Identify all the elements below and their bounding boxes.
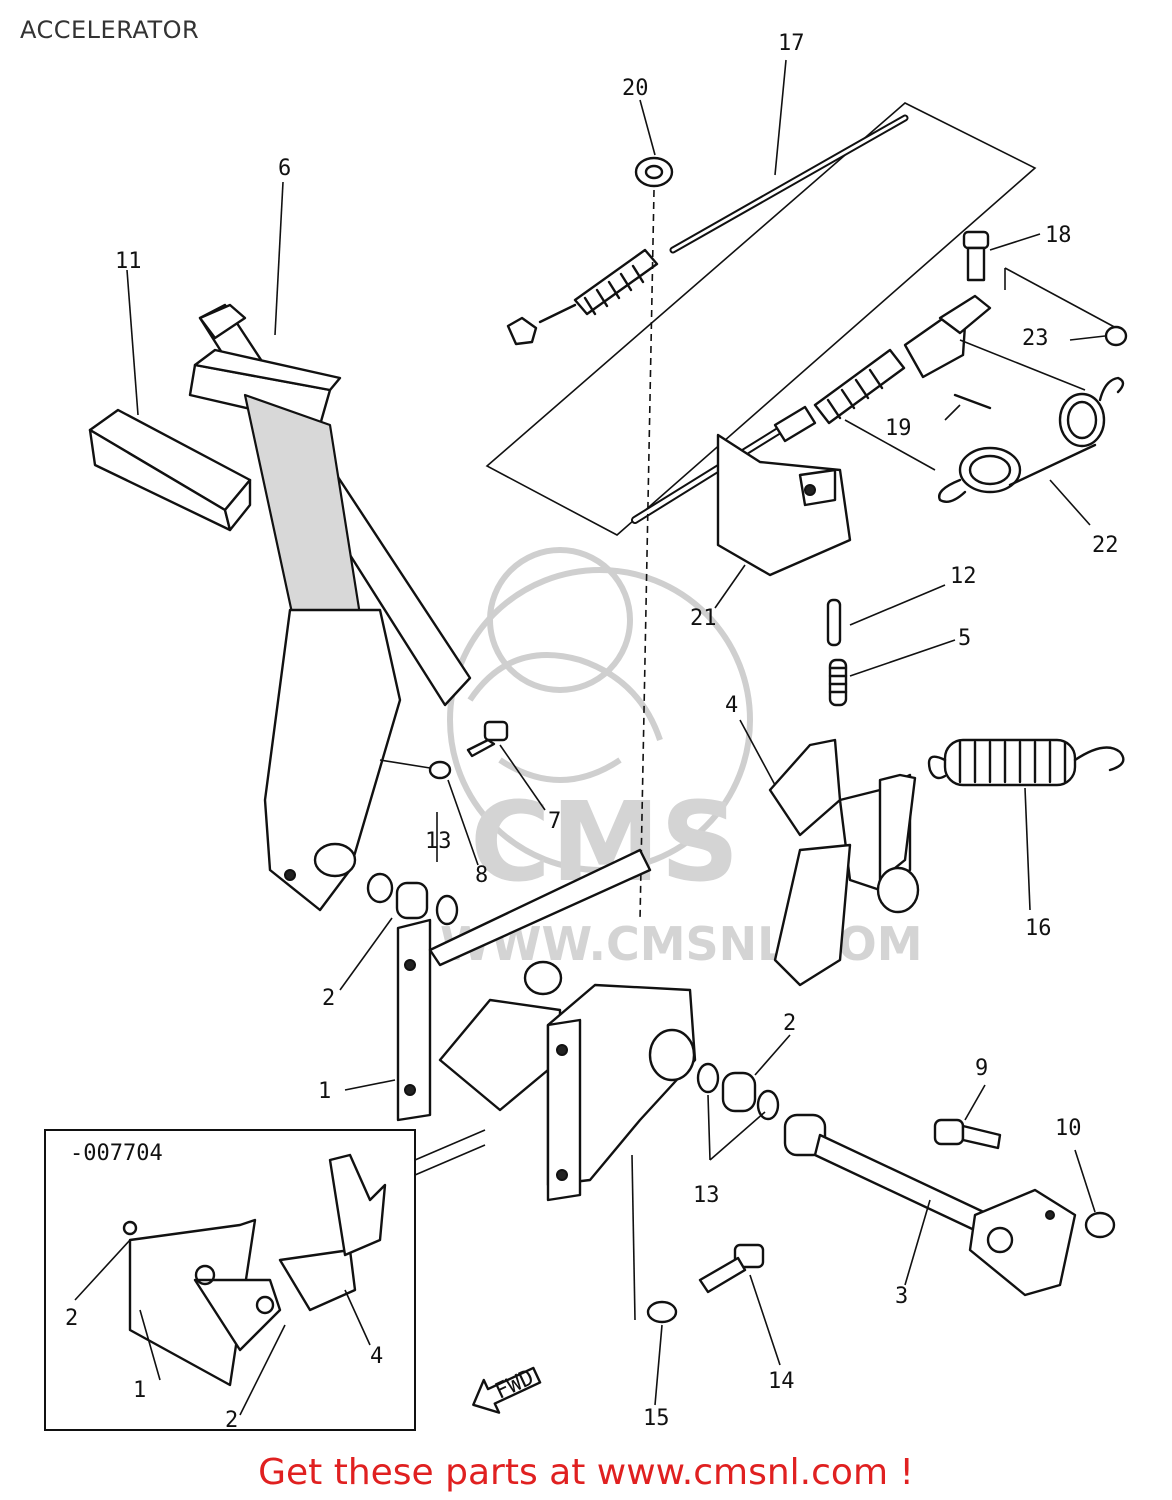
- nut-part-10: [1084, 1211, 1116, 1239]
- callout-17: 17: [778, 31, 805, 56]
- inset-label: -007704: [70, 1141, 163, 1166]
- parts-link-banner[interactable]: Get these parts at www.cmsnl.com !: [258, 1452, 914, 1493]
- extension-spring-part-16: [927, 738, 1125, 787]
- callout-11: 11: [115, 249, 142, 274]
- inset-variant-box: [44, 1129, 416, 1431]
- pedal-shaft-part-3: [783, 1113, 1077, 1297]
- callout-10: 10: [1055, 1116, 1082, 1141]
- forward-direction-arrow: FWD: [472, 1365, 542, 1414]
- callout-7: 7: [548, 809, 561, 834]
- inset-callout-2-left: 2: [65, 1306, 78, 1331]
- bolt-part-14: [698, 1243, 765, 1294]
- bolt-part-9: [933, 1118, 1002, 1150]
- callout-22: 22: [1092, 533, 1119, 558]
- callout-2-lower: 2: [783, 1011, 796, 1036]
- nut-part-20: [634, 156, 674, 188]
- bushing-part-2-lower: [696, 1062, 780, 1121]
- bracket-line-23: [1004, 267, 1121, 331]
- callout-14: 14: [768, 1369, 795, 1394]
- throttle-cable-part-17: [506, 114, 909, 346]
- callout-2-upper: 2: [322, 986, 335, 1011]
- inset-callout-4: 4: [370, 1344, 383, 1369]
- callout-23: 23: [1022, 326, 1049, 351]
- inset-callout-2-bottom: 2: [225, 1408, 238, 1433]
- washer-part-15: [646, 1300, 678, 1324]
- callout-leaders: [126, 59, 1106, 1406]
- pedal-bracket-part-1: [396, 848, 697, 1202]
- pedal-arm-part-6: [188, 303, 472, 912]
- callout-6: 6: [278, 156, 291, 181]
- callout-9: 9: [975, 1056, 988, 1081]
- bushing-part-2-upper: [366, 872, 459, 926]
- callout-16: 16: [1025, 916, 1052, 941]
- callout-5: 5: [958, 626, 971, 651]
- callout-12: 12: [950, 564, 977, 589]
- callout-1: 1: [318, 1079, 331, 1104]
- callout-19: 19: [885, 416, 912, 441]
- bolt-part-7: [466, 720, 509, 758]
- callout-18: 18: [1045, 223, 1072, 248]
- cotter-pin-part-19: [953, 393, 992, 410]
- callout-3: 3: [895, 1284, 908, 1309]
- throttle-cable-lower: [631, 294, 992, 524]
- callout-numbers: 17 20 6 11 18 23 19 22 21 12 5 4 7 13 8 …: [65, 31, 1119, 1433]
- cable-plane-outline: [485, 102, 1037, 536]
- callout-20: 20: [622, 76, 649, 101]
- pedal-pad-part-11: [88, 408, 252, 532]
- cable-bracket-part-21: [716, 433, 852, 577]
- watermark-logo: CMS WWW.CMSNL.COM: [440, 547, 923, 971]
- callout-13-lower: 13: [693, 1183, 720, 1208]
- callout-13-upper: 13: [425, 829, 452, 854]
- nut-part-8: [428, 760, 452, 780]
- callout-15: 15: [643, 1406, 670, 1431]
- page-title: ACCELERATOR: [20, 16, 200, 44]
- nut-part-23: [1104, 325, 1128, 347]
- callout-21: 21: [690, 606, 717, 631]
- spring-part-5: [828, 658, 848, 707]
- callout-8: 8: [475, 863, 488, 888]
- pin-part-12: [826, 598, 842, 647]
- pin-part-18: [962, 230, 990, 282]
- callout-4: 4: [725, 693, 738, 718]
- alignment-line-vertical: [639, 189, 655, 921]
- inset-callout-1: 1: [133, 1378, 146, 1403]
- torsion-spring-part-22: [938, 376, 1125, 503]
- throttle-lever-part-4: [768, 738, 920, 987]
